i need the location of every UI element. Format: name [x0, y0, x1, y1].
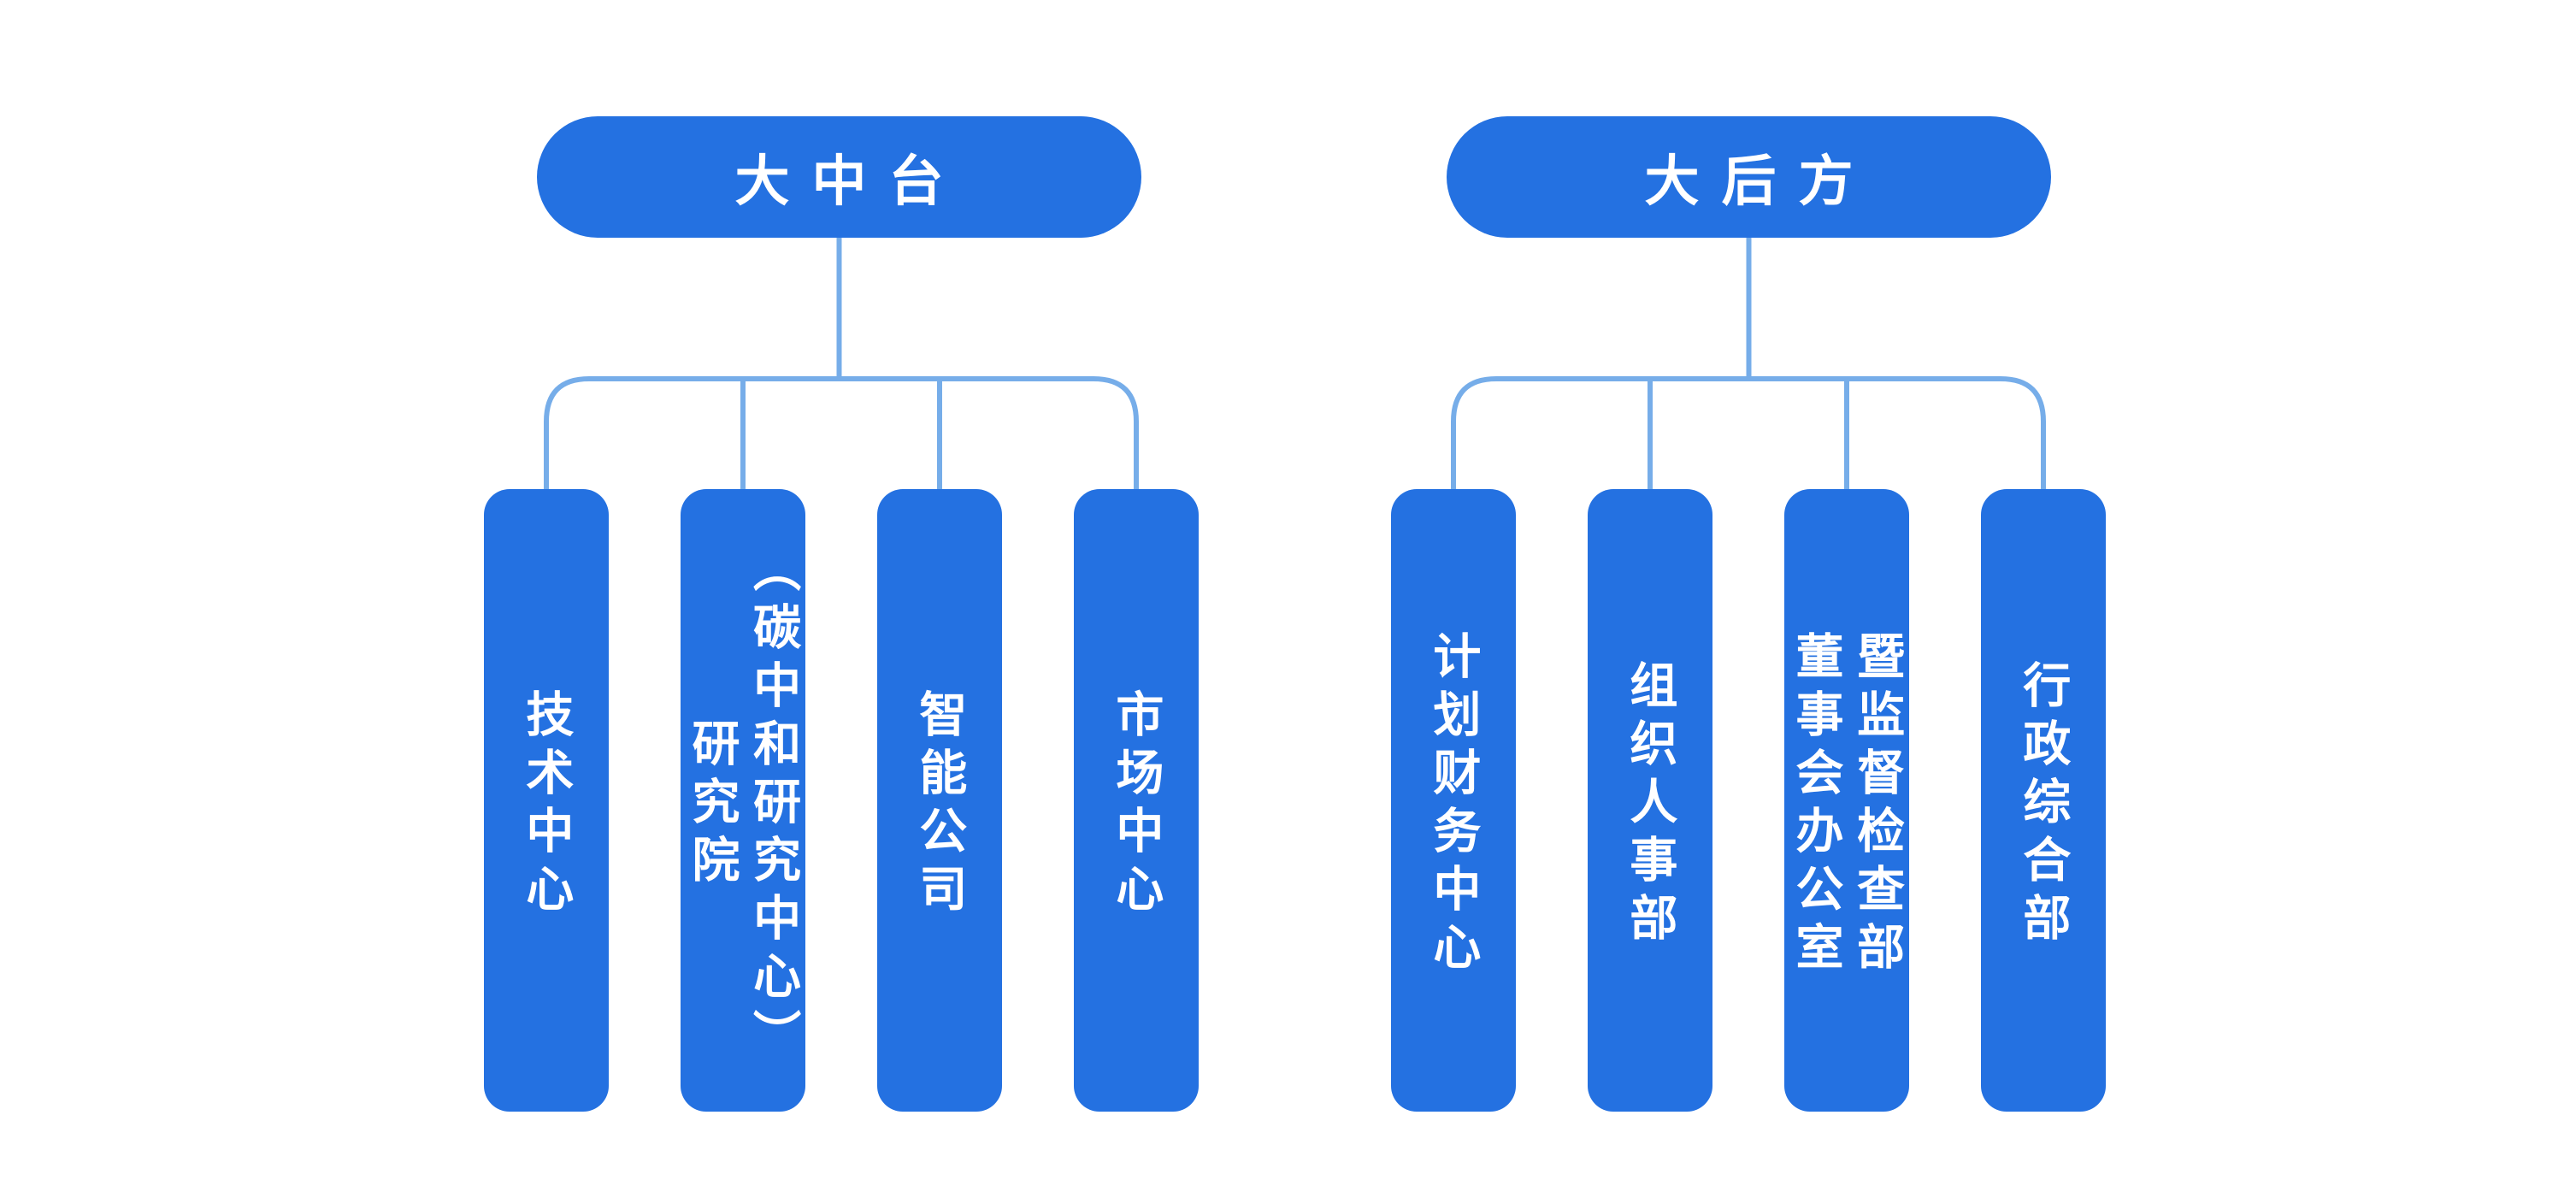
root-node-da-hou-fang: 大后方: [1447, 116, 2051, 238]
child-node-label: 研究院 （碳中和研究中心）: [686, 544, 801, 1067]
connector-bus-left: [544, 376, 1139, 493]
child-node-label: 技术中心: [519, 689, 574, 922]
child-node-dongshihui-bangongshi: 董事会办公室 暨监督检查部: [1784, 489, 1909, 1112]
child-node-xingzheng-zonghe-bu: 行政综合部: [1981, 489, 2106, 1112]
connector-bus-right: [1451, 376, 2046, 493]
root-node-label: 大后方: [1644, 150, 1876, 212]
child-node-zhineng-gongsi: 智能公司: [877, 489, 1002, 1112]
child-node-yanjiuyuan: 研究院 （碳中和研究中心）: [681, 489, 805, 1112]
child-node-label: 市场中心: [1109, 689, 1164, 922]
child-node-label: 组织人事部: [1623, 660, 1677, 951]
child-node-label: 计划财务中心: [1426, 631, 1481, 980]
child-node-jihua-caiwu-zhongxin: 计划财务中心: [1391, 489, 1516, 1112]
root-node-da-zhong-tai: 大中台: [537, 116, 1141, 238]
child-node-label: 董事会办公室 暨监督检查部: [1789, 631, 1905, 980]
child-node-jishu-zhongxin: 技术中心: [484, 489, 609, 1112]
child-node-shichang-zhongxin: 市场中心: [1074, 489, 1199, 1112]
child-node-label: 智能公司: [912, 689, 967, 922]
child-node-zuzhi-renshi-bu: 组织人事部: [1588, 489, 1712, 1112]
root-node-label: 大中台: [734, 150, 966, 212]
child-node-label: 行政综合部: [2016, 660, 2071, 951]
